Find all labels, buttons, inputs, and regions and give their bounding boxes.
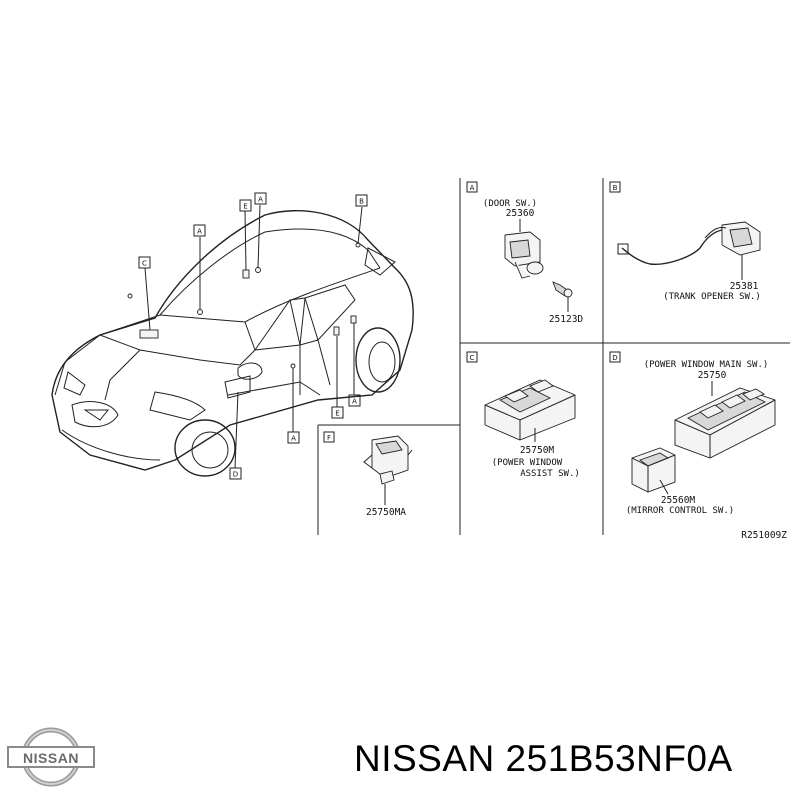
mirror-control-switch-part <box>631 447 676 493</box>
svg-text:25360: 25360 <box>506 208 535 219</box>
svg-text:A: A <box>352 398 357 406</box>
panel-b: B 25381 (TRANK OPENER SW.) <box>609 181 761 302</box>
callout-tag-a-3: A <box>287 431 300 444</box>
svg-text:C: C <box>142 260 147 268</box>
trunk-opener-switch-part <box>617 221 761 265</box>
svg-text:D: D <box>233 471 238 479</box>
svg-text:F: F <box>327 434 331 442</box>
svg-text:A: A <box>291 435 296 443</box>
power-window-main-switch-part <box>674 387 776 459</box>
door-switch-part <box>504 231 573 298</box>
svg-text:(MIRROR CONTROL SW.): (MIRROR CONTROL SW.) <box>626 506 734 516</box>
svg-text:A: A <box>470 184 475 192</box>
svg-text:B: B <box>613 184 618 192</box>
svg-text:25123D: 25123D <box>549 314 584 325</box>
svg-text:(DOOR SW.): (DOOR SW.) <box>483 199 537 209</box>
svg-text:25750: 25750 <box>698 370 727 381</box>
panel-d: D (POWER WINDOW MAIN SW.) 25750 25560M (… <box>609 351 776 516</box>
callout-tag-e-2: E <box>331 406 344 419</box>
callout-tag-e-1: E <box>239 199 252 212</box>
svg-text:A: A <box>197 228 202 236</box>
callout-tag-a-4: A <box>348 394 361 407</box>
nissan-logo: NISSAN <box>7 727 95 787</box>
svg-text:(TRANK OPENER SW.): (TRANK OPENER SW.) <box>663 292 761 302</box>
window-switch-f-part <box>363 435 413 485</box>
part-number-caption: NISSAN 251B53NF0A <box>354 738 733 779</box>
svg-text:D: D <box>612 354 617 362</box>
svg-text:C: C <box>470 354 475 362</box>
panel-a: A (DOOR SW.) 25360 25123D <box>466 181 584 325</box>
svg-text:A: A <box>258 196 263 204</box>
svg-text:25750MA: 25750MA <box>366 507 406 518</box>
svg-text:E: E <box>243 203 247 211</box>
figure-code: R251009Z <box>741 530 787 541</box>
callout-tag-a-2: A <box>254 192 267 205</box>
svg-text:(POWER WINDOW: (POWER WINDOW <box>492 458 563 468</box>
svg-text:25560M: 25560M <box>661 495 696 506</box>
callout-tag-b: B <box>355 194 368 207</box>
svg-text:E: E <box>335 410 339 418</box>
car-illustration <box>51 204 414 477</box>
svg-text:(POWER WINDOW MAIN SW.): (POWER WINDOW MAIN SW.) <box>644 360 769 370</box>
panel-frame <box>317 178 790 535</box>
svg-text:B: B <box>359 198 364 206</box>
svg-text:ASSIST SW.): ASSIST SW.) <box>520 469 580 479</box>
svg-text:25750M: 25750M <box>520 445 555 456</box>
power-window-assist-switch-part <box>484 379 576 441</box>
callout-tag-a-1: A <box>193 224 206 237</box>
callout-tag-c: C <box>138 256 151 269</box>
svg-text:NISSAN: NISSAN <box>23 750 79 766</box>
panel-f: F 25750MA <box>323 431 413 518</box>
callout-tag-d: D <box>229 467 242 480</box>
panel-c: C 25750M (POWER WINDOW ASSIST SW.) <box>466 351 580 479</box>
svg-text:25381: 25381 <box>730 281 759 292</box>
